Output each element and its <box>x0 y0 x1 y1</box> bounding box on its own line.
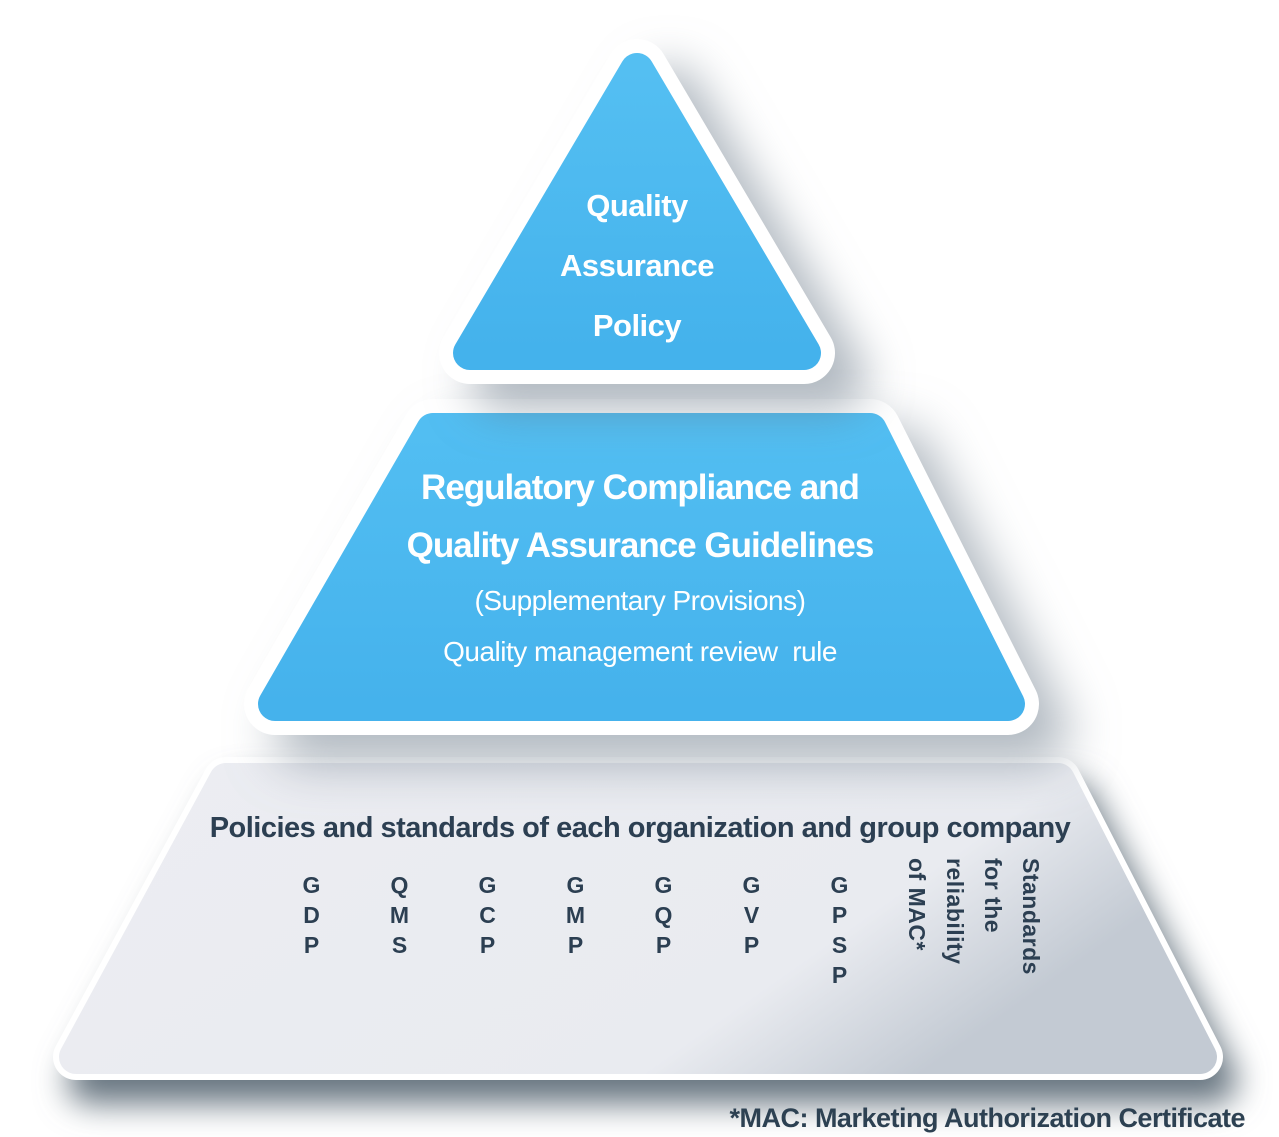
standard-gcp: GCP <box>474 872 501 962</box>
standard-mac-reliability: Standards for the reliability of MAC* <box>904 858 1044 975</box>
standard-gdp: GDP <box>298 872 325 962</box>
standard-qms: QMS <box>386 872 413 962</box>
mac-footnote: *MAC: Marketing Authorization Certificat… <box>729 1103 1245 1133</box>
tier2-line-2: Quality Assurance Guidelines <box>406 526 875 565</box>
tier2-line-3: (Supplementary Provisions) <box>474 585 806 616</box>
standard-gpsp: GPSP <box>826 872 853 992</box>
tier2-line-1: Regulatory Compliance and <box>421 468 860 507</box>
standard-gvp: GVP <box>738 872 765 962</box>
tier1-line-policy: Policy <box>592 308 682 343</box>
standard-gqp: GQP <box>650 872 677 962</box>
tier2-line-4: Quality management review rule <box>443 636 837 667</box>
tier1-line-assurance: Assurance <box>559 248 715 283</box>
tier3-heading: Policies and standards of each organizat… <box>209 812 1071 844</box>
tier1-label: Quality Assurance Policy <box>559 176 715 356</box>
tier2-label: Regulatory Compliance and Quality Assura… <box>406 459 875 677</box>
tier1-line-quality: Quality <box>586 188 688 223</box>
standard-gmp: GMP <box>562 872 589 962</box>
